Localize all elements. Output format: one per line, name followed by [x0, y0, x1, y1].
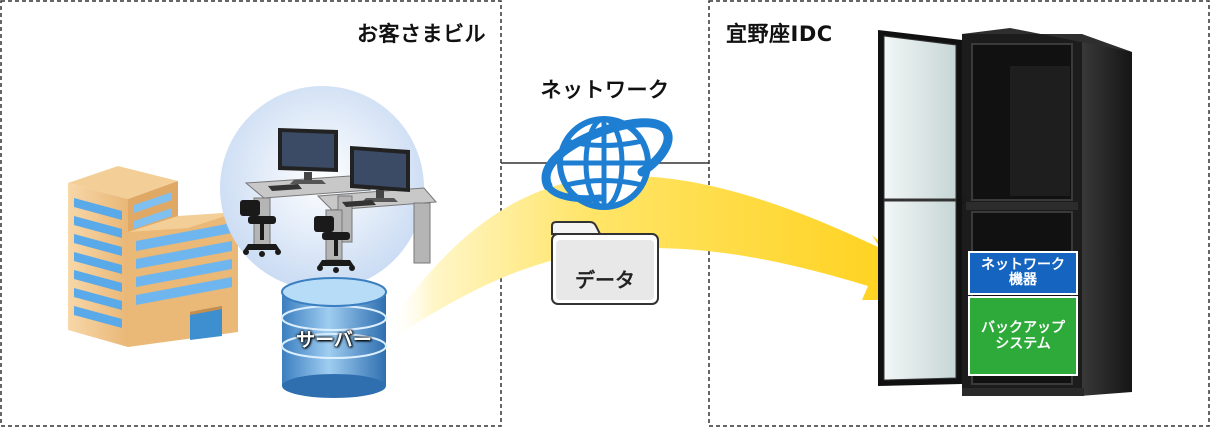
network-device-label-line2: 機器	[1009, 272, 1037, 288]
idc-title: 宜野座IDC	[726, 22, 833, 46]
backup-system-label-line2: システム	[995, 336, 1051, 352]
globe-icon	[541, 116, 673, 210]
network-device-label-line1: ネットワーク	[981, 257, 1065, 273]
network-title-wrap: ネットワーク	[500, 74, 710, 104]
backup-system-label-line1: バックアップ	[981, 320, 1065, 336]
backup-system-box	[968, 296, 1078, 376]
network-device-box	[968, 251, 1078, 295]
office-desks-icon	[240, 128, 438, 273]
server-label: サーバー	[296, 328, 372, 351]
network-title: ネットワーク	[540, 78, 670, 102]
data-flow-arrow	[388, 175, 948, 338]
backup-system-label: バックアップ システム	[969, 297, 1077, 375]
server-database-icon	[281, 277, 387, 398]
customer-building-title: お客さまビル	[357, 22, 486, 46]
data-folder-icon	[551, 221, 659, 305]
network-device-label: ネットワーク 機器	[969, 252, 1077, 294]
office-building-icon	[68, 166, 238, 347]
data-label: データ	[575, 267, 635, 292]
